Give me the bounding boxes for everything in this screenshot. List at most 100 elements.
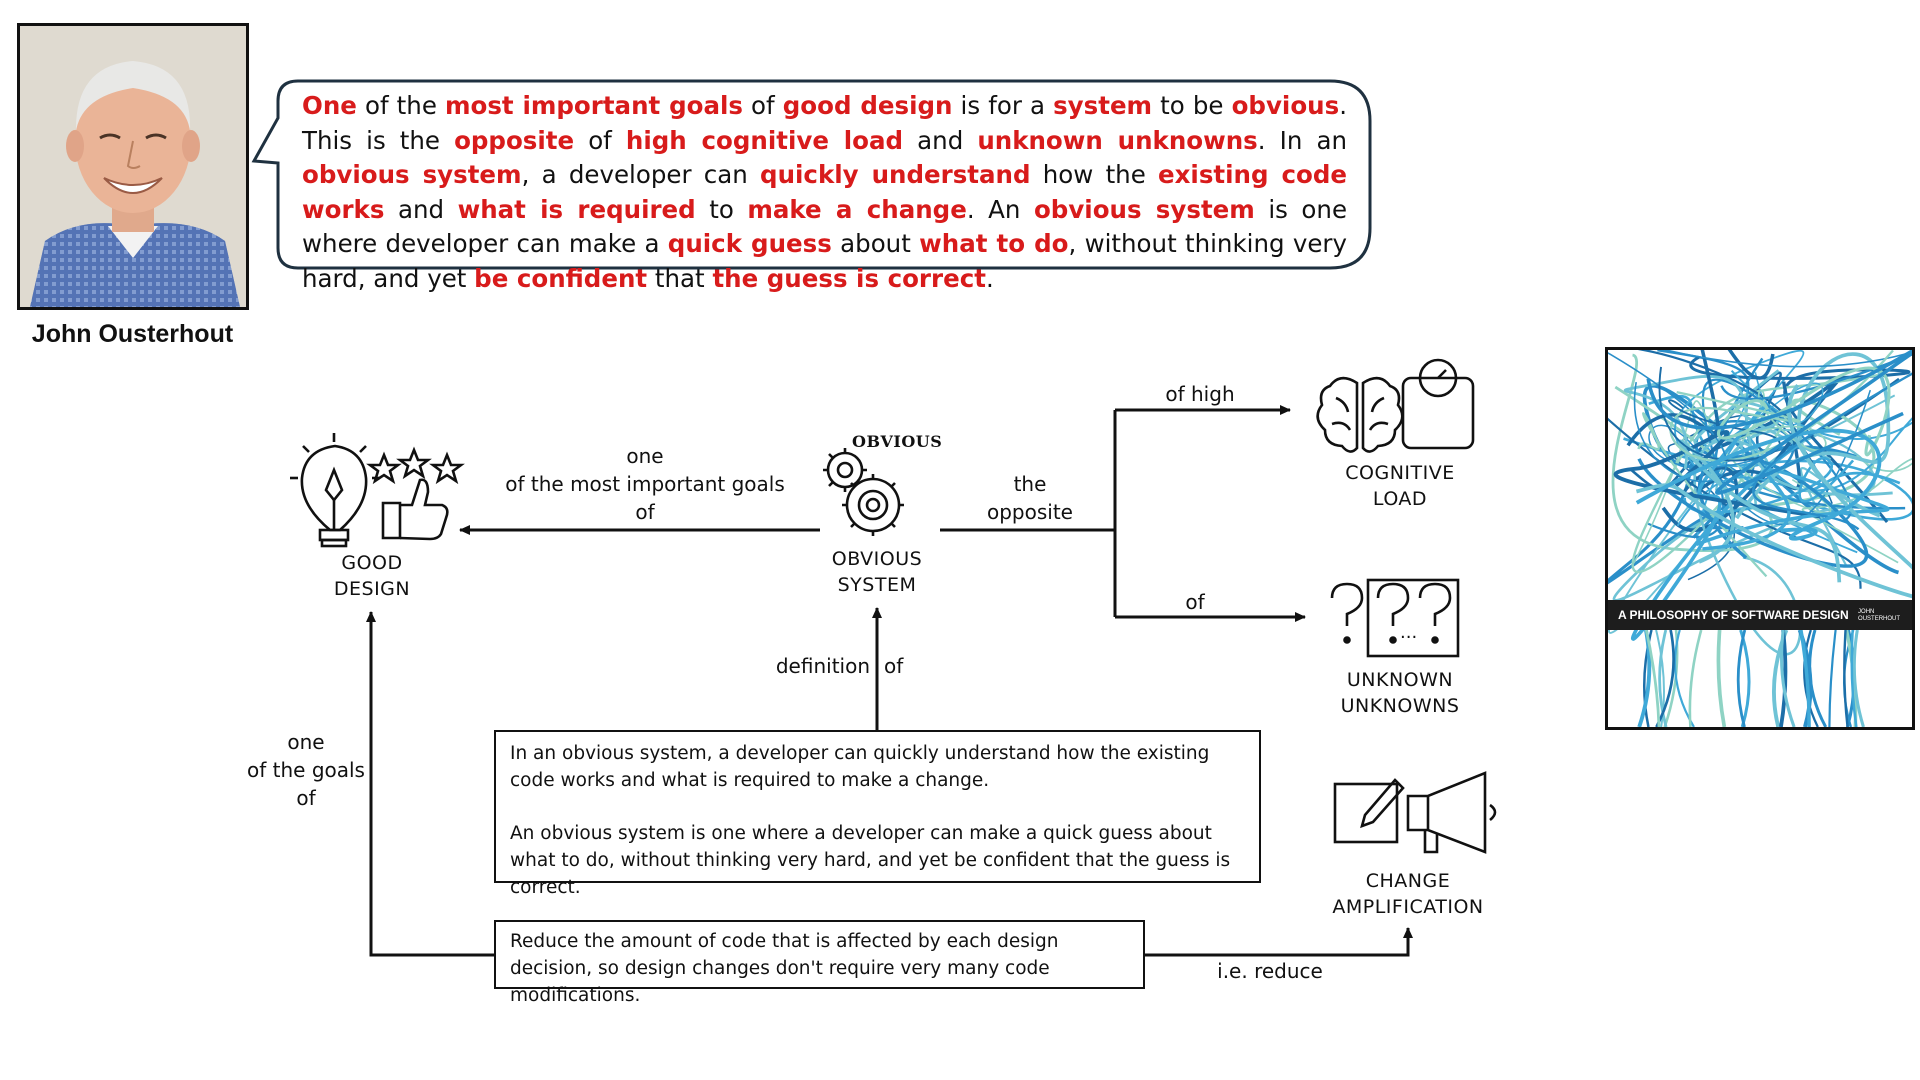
good-design-line1: GOOD xyxy=(341,552,403,574)
cognitive-load-line2: LOAD xyxy=(1372,488,1428,510)
unknown-unknowns-line1: UNKNOWN xyxy=(1346,669,1454,691)
book-cover: A PHILOSOPHY OF SOFTWARE DESIGN JOHN OUS… xyxy=(1605,347,1915,730)
quote-text-segment: , without thinking very hard, and yet xyxy=(302,229,1347,293)
unknown-unknowns-icon xyxy=(1330,578,1460,658)
book-art-strand xyxy=(1799,629,1811,727)
book-art-strand xyxy=(1716,629,1727,727)
node-good-design: GOOD DESIGN xyxy=(312,550,432,602)
edge-label-the: the xyxy=(1013,472,1047,496)
quote-text-segment: about xyxy=(831,229,920,258)
speech-bubble xyxy=(251,79,1372,270)
edge-label-line1: one xyxy=(626,444,664,468)
quote-text-segment: of xyxy=(574,125,626,155)
book-title-band: A PHILOSOPHY OF SOFTWARE DESIGN JOHN OUS… xyxy=(1608,600,1912,630)
edge-label-one-of-the-goals: one of the goals of xyxy=(238,728,374,812)
quote-highlight: existing code works xyxy=(302,160,1347,224)
book-art-strand xyxy=(1608,350,1908,483)
book-art-strand xyxy=(1688,629,1703,727)
quote-text-segment: to xyxy=(695,194,748,224)
definition-box: In an obvious system, a developer can qu… xyxy=(494,730,1261,898)
book-art-strand xyxy=(1646,350,1912,495)
book-art-strand xyxy=(1808,629,1828,727)
edge-reduce-to-change xyxy=(1145,927,1413,957)
edge-label-definition-of: of xyxy=(884,654,904,678)
quote-text-segment: . This is the xyxy=(302,91,1347,155)
edge-label-of: of xyxy=(1185,590,1205,614)
book-art-strand xyxy=(1669,350,1894,462)
obvious-system-line1: OBVIOUS xyxy=(831,548,923,570)
quote-text-segment: . xyxy=(985,263,994,293)
node-obvious-system: OBVIOUS SYSTEM xyxy=(812,546,942,598)
quote-text-segment: and xyxy=(903,125,978,155)
book-art-strand xyxy=(1852,629,1865,727)
book-cover-art xyxy=(1608,350,1912,727)
quote-highlight: quick guess xyxy=(667,229,832,258)
book-art-strand xyxy=(1637,412,1768,578)
quote-highlight: high cognitive load xyxy=(625,125,904,155)
quote-highlight: obvious system xyxy=(1033,194,1255,224)
book-art-strand xyxy=(1677,439,1842,583)
edge-label-the-opposite: the opposite xyxy=(975,470,1085,526)
edge-label-opposite: opposite xyxy=(987,500,1073,524)
definition-paragraph-2: An obvious system is one where a develop… xyxy=(510,823,1231,898)
cognitive-load-icon xyxy=(1316,358,1475,453)
quote-highlight: unknown unknowns xyxy=(977,125,1258,155)
unknown-dots: ... xyxy=(1400,622,1418,643)
book-art-strand xyxy=(1673,629,1695,727)
quote-highlight: make a change xyxy=(747,194,967,224)
quote-highlight: quickly understand xyxy=(760,160,1031,189)
quote-highlight: good design xyxy=(782,91,953,120)
quote-highlight: system xyxy=(1053,91,1153,120)
book-author-last: OUSTERHOUT xyxy=(1858,615,1901,622)
definition-paragraph-1: In an obvious system, a developer can qu… xyxy=(510,743,1210,791)
book-art-strand xyxy=(1696,467,1890,551)
quote-text-segment: is for a xyxy=(952,91,1054,120)
edge-label-of-the-goals: of the goals xyxy=(247,758,365,782)
book-author: JOHN OUSTERHOUT xyxy=(1858,609,1900,623)
reduce-box: Reduce the amount of code that is affect… xyxy=(494,920,1145,1006)
quote-highlight: be confident xyxy=(474,263,648,293)
book-art-strand xyxy=(1779,629,1788,727)
book-art-strand xyxy=(1658,629,1668,727)
change-amplification-icon xyxy=(1333,771,1497,854)
book-art-strand xyxy=(1850,629,1858,727)
quote-text-segment: that xyxy=(647,263,713,293)
book-art-strand xyxy=(1613,430,1821,519)
quote-text-segment: . In an xyxy=(1257,125,1347,155)
quote-highlight: obvious system xyxy=(302,160,522,189)
book-art-strand xyxy=(1644,629,1661,727)
book-art-strand xyxy=(1843,629,1849,727)
obvious-system-icon xyxy=(823,448,904,536)
node-unknown-unknowns: UNKNOWN UNKNOWNS xyxy=(1330,667,1470,719)
change-amplification-line2: AMPLIFICATION xyxy=(1332,896,1484,918)
book-art-strand xyxy=(1630,406,1800,641)
quote-text-segment: how the xyxy=(1030,160,1159,189)
edge-label-definition: definition xyxy=(775,654,870,678)
quote-highlight: the guess is correct xyxy=(712,263,986,293)
book-art-strand xyxy=(1683,456,1855,514)
quote-highlight: what to do xyxy=(919,229,1069,258)
book-author-first: JOHN xyxy=(1858,608,1875,615)
edge-label-ie-reduce: i.e. reduce xyxy=(1217,959,1323,983)
node-change-amplification: CHANGE AMPLIFICATION xyxy=(1318,868,1498,920)
quote-text-segment: is one where developer can make a xyxy=(302,194,1348,259)
book-art-strand xyxy=(1658,366,1781,462)
quote-highlight: what is required xyxy=(457,194,696,224)
quote-text-segment: of the xyxy=(356,91,445,120)
quote-highlight: opposite xyxy=(454,125,575,155)
node-cognitive-load: COGNITIVE LOAD xyxy=(1330,460,1470,512)
book-art-strand xyxy=(1637,454,1869,568)
edge-reduce-to-good xyxy=(366,611,494,957)
quote-text-segment: . An xyxy=(966,194,1034,224)
author-name: John Ousterhout xyxy=(31,320,234,348)
quote-text-segment: of xyxy=(742,91,783,120)
obvious-badge: OBVIOUS xyxy=(852,432,943,451)
edge-label-line3: of xyxy=(635,500,655,524)
book-art-strand xyxy=(1635,428,1882,541)
edge-label-of-high: of high xyxy=(1165,382,1235,406)
quote-text: One of the most important goals of good … xyxy=(302,89,1347,296)
book-art-strand xyxy=(1648,394,1912,521)
quote-text-segment: , a developer can xyxy=(521,160,761,189)
unknown-unknowns-line2: UNKNOWNS xyxy=(1340,695,1460,717)
